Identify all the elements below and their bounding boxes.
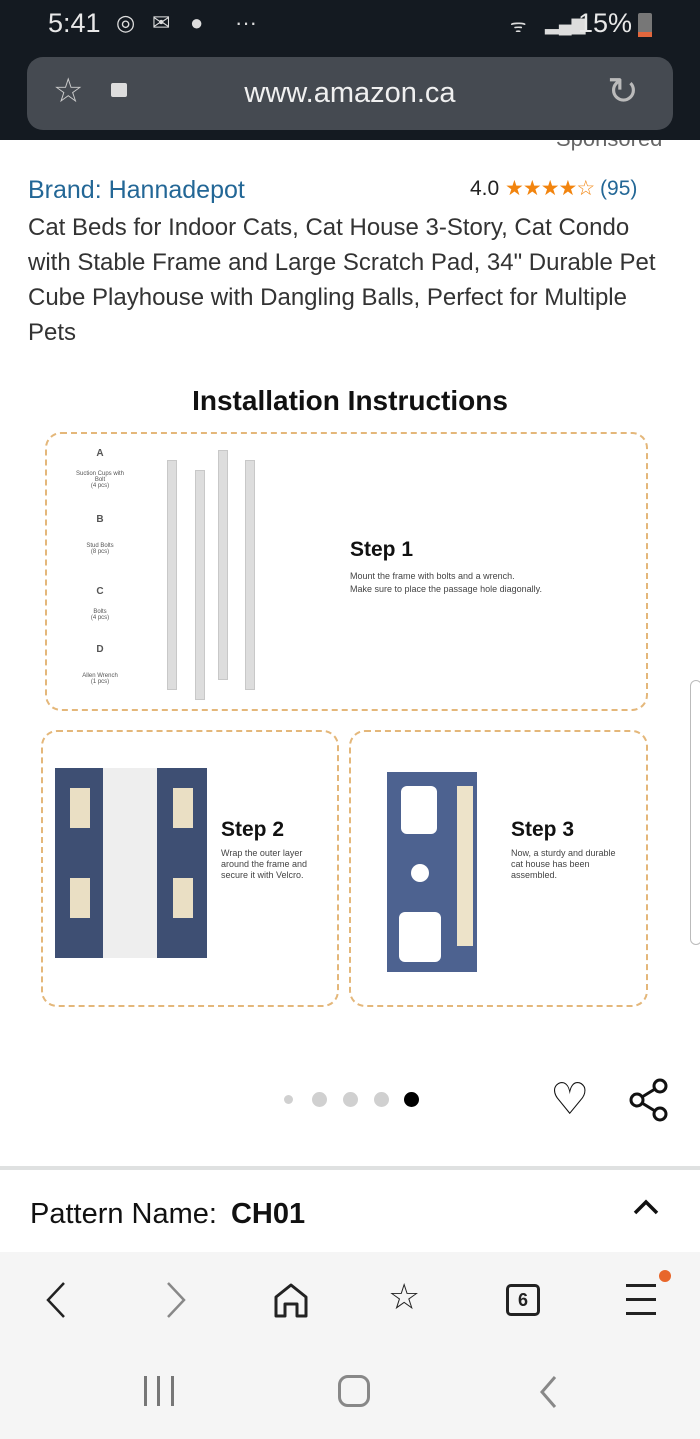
- image-heading: Installation Instructions: [192, 385, 508, 416]
- step-3-title: Step 3: [511, 818, 575, 841]
- product-title: Cat Beds for Indoor Cats, Cat House 3-St…: [28, 214, 656, 346]
- status-bar: 5:41 ◎ ✉ ● ··· ᯤ ▂▄▆ 15% ☆ www.amazon.ca…: [0, 0, 700, 140]
- messenger-icon: ●: [190, 10, 204, 35]
- bookmark-star-icon[interactable]: ☆: [53, 72, 84, 110]
- browser-toolbar: ☆ 6: [0, 1252, 700, 1439]
- scrollbar[interactable]: [690, 680, 700, 945]
- review-count[interactable]: (95): [600, 177, 638, 200]
- more-icon: ···: [235, 10, 257, 35]
- rating-value: 4.0: [470, 177, 500, 200]
- brand-link[interactable]: Brand: Hannadepot: [28, 176, 245, 204]
- cat-house-unfolded-image: [55, 768, 207, 958]
- forward-icon[interactable]: [164, 1280, 188, 1320]
- pattern-value: CH01: [230, 1198, 306, 1230]
- frame-diagram: [162, 440, 262, 700]
- signal-icon: ▂▄▆: [545, 14, 586, 34]
- battery-icon: [638, 13, 652, 37]
- tabs-button[interactable]: 6: [506, 1284, 540, 1316]
- carousel-dot-1[interactable]: [284, 1095, 293, 1104]
- url-text[interactable]: www.amazon.ca: [244, 77, 456, 109]
- address-bar[interactable]: ☆ www.amazon.ca ↻: [27, 57, 673, 130]
- sponsored-label: Sponsored: [556, 140, 696, 152]
- step-1-title: Step 1: [350, 538, 414, 561]
- step-2-panel: Step 2 Wrap the outer layer around the f…: [41, 730, 339, 1007]
- cat-house-assembled-image: [387, 772, 477, 972]
- pattern-selector[interactable]: Pattern Name: CH01: [30, 1198, 305, 1231]
- clock: 5:41: [48, 8, 101, 38]
- back-nav-icon[interactable]: [538, 1374, 558, 1410]
- step-1-text: Mount the frame with bolts and a wrench.…: [350, 571, 542, 594]
- rating[interactable]: 4.0 ★★★★☆ (95): [470, 176, 637, 201]
- divider: [0, 1166, 700, 1170]
- battery-percent: 15%: [578, 8, 633, 38]
- step-2-title: Step 2: [221, 818, 285, 841]
- chevron-up-icon[interactable]: [632, 1198, 660, 1216]
- wifi-icon: ᯤ: [510, 16, 527, 36]
- carousel-dot-2[interactable]: [312, 1092, 327, 1107]
- carousel-dot-3[interactable]: [343, 1092, 358, 1107]
- home-icon[interactable]: [272, 1282, 310, 1318]
- sync-icon: ◎: [116, 10, 136, 35]
- tab-count: 6: [517, 1290, 528, 1310]
- step-3-text: Now, a sturdy and durable cat house has …: [511, 848, 616, 880]
- menu-icon[interactable]: [626, 1284, 656, 1287]
- pattern-label: Pattern Name:: [30, 1198, 217, 1230]
- step-3-panel: Step 3 Now, a sturdy and durable cat hou…: [349, 730, 648, 1007]
- carousel-dot-5-active[interactable]: [404, 1092, 419, 1107]
- recent-apps-icon[interactable]: [144, 1376, 174, 1406]
- step-2-text: Wrap the outer layer around the frame an…: [221, 848, 308, 880]
- back-icon[interactable]: [44, 1280, 68, 1320]
- share-icon[interactable]: [628, 1078, 670, 1122]
- star-rating-icon: ★★★★☆: [505, 177, 595, 200]
- lock-icon: [111, 83, 127, 97]
- bookmarks-icon[interactable]: ☆: [388, 1276, 421, 1317]
- reload-icon[interactable]: ↻: [607, 71, 639, 113]
- carousel-dot-4[interactable]: [374, 1092, 389, 1107]
- heart-icon[interactable]: ♡: [550, 1075, 590, 1124]
- mail-icon: ✉: [152, 10, 171, 35]
- notification-dot: [659, 1270, 671, 1282]
- home-nav-icon[interactable]: [338, 1375, 370, 1407]
